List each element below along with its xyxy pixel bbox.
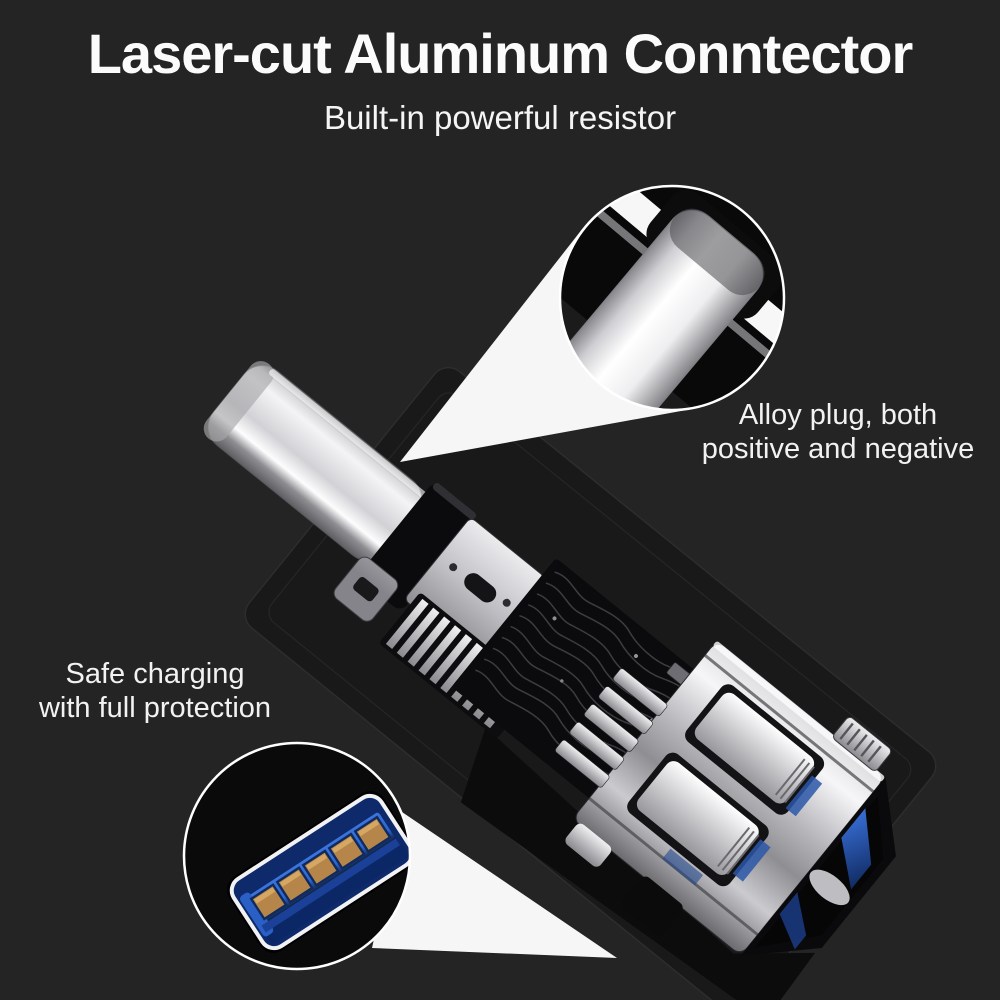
usb-a-solder-tabs <box>555 668 668 788</box>
pointer-wedge-usb-a <box>372 812 617 958</box>
usb-c-callout-label: Alloy plug, both positive and negative <box>668 398 1000 466</box>
gold-contacts <box>249 815 392 921</box>
magnifier-ring-usb-a <box>182 741 412 971</box>
magnifier-ring-usb-c <box>558 184 786 412</box>
adapter-body <box>203 361 937 1000</box>
usb-a-callout-label-line2: with full protection <box>38 692 272 724</box>
page-title: Laser-cut Aluminum Conntector <box>87 22 914 85</box>
usb-c-plug <box>203 361 427 561</box>
usb-a-port-closeup <box>227 791 410 953</box>
page-subtitle: Built-in powerful resistor <box>323 99 677 136</box>
pointer-wedge-usb-c <box>400 228 692 462</box>
crimp-tab <box>833 716 892 771</box>
side-clamp <box>333 556 399 622</box>
case-underside-shadow <box>460 727 816 1000</box>
usb-c-callout-label-line2: positive and negative <box>701 433 975 465</box>
usb-a-callout-label-line1: Safe charging <box>65 658 245 690</box>
usb-c-callout-label-line1: Alloy plug, both <box>738 399 938 431</box>
usb-a-opening-face <box>740 776 896 956</box>
usb-a-shell <box>555 641 892 953</box>
usb-a-callout-label: Safe charging with full protection <box>20 657 290 725</box>
